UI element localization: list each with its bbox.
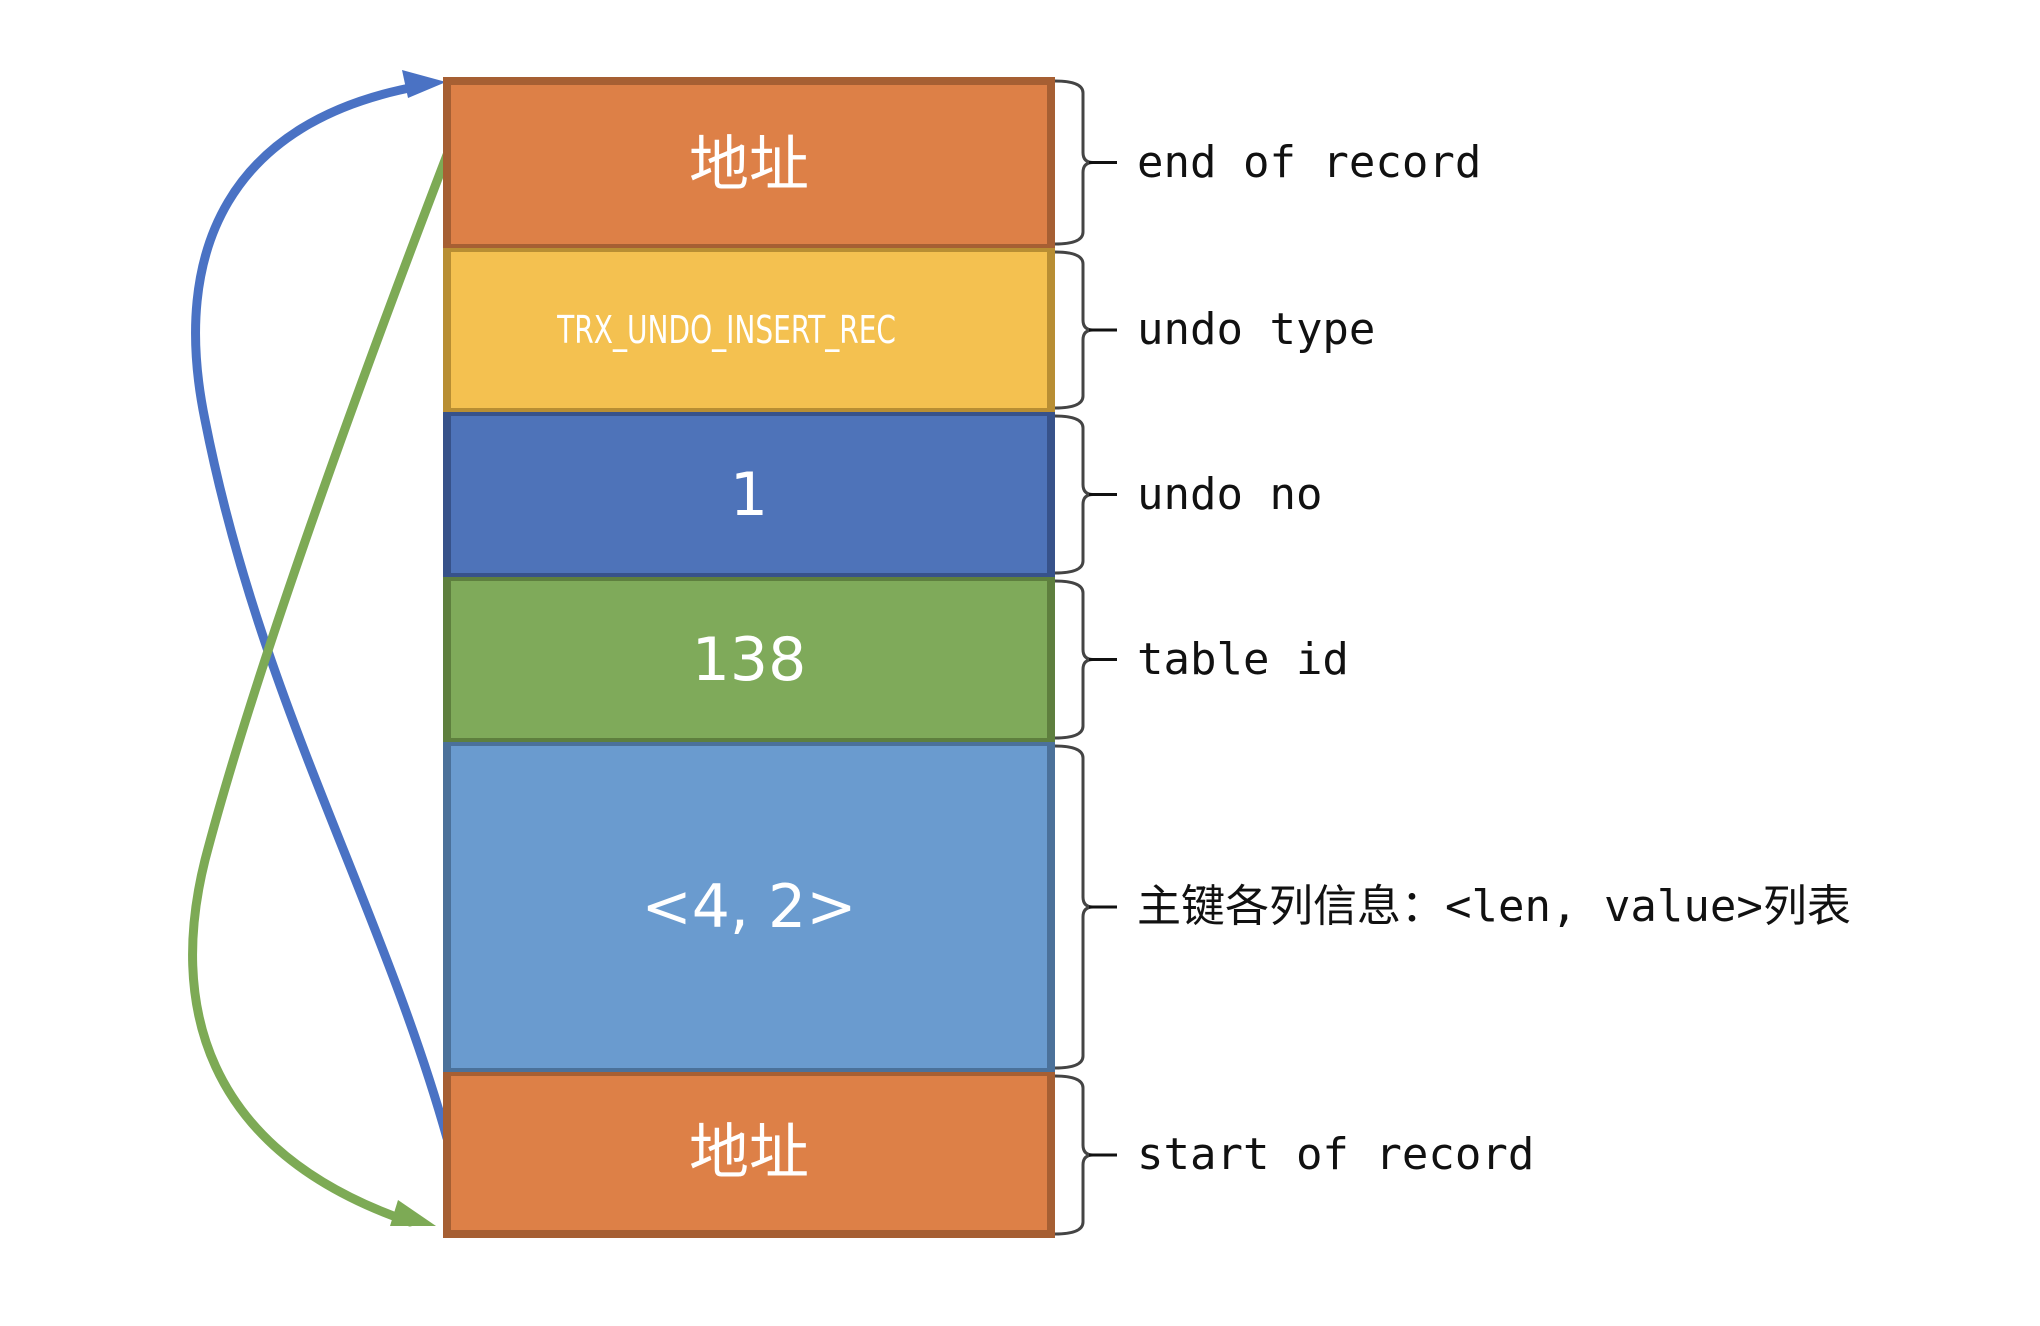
end-to-start-arrow <box>188 150 452 1227</box>
field-value: 1 <box>729 459 769 530</box>
field-value: 地址 <box>689 1118 809 1188</box>
field-undo-type: TRX_UNDO_INSERT_REC <box>443 248 1055 412</box>
brace <box>1054 1074 1094 1236</box>
field-value: 138 <box>691 624 807 695</box>
field-value: <4, 2> <box>641 872 857 942</box>
field-value: 地址 <box>689 129 809 200</box>
field-undo-no: 1 <box>443 412 1055 577</box>
label-undo-type: undo type <box>1137 304 1376 355</box>
field-primary-key-columns: <4, 2> <box>443 742 1055 1072</box>
field-end-address: 地址 <box>443 77 1055 248</box>
arrowhead-icon <box>390 1200 436 1226</box>
brace <box>1054 79 1094 246</box>
braces <box>1054 79 1117 1236</box>
brace <box>1054 579 1094 740</box>
label-start-of-record: start of record <box>1137 1129 1535 1180</box>
brace <box>1054 250 1094 410</box>
arrowhead-icon <box>402 70 446 98</box>
field-table-id: 138 <box>443 577 1055 742</box>
label-end-of-record: end of record <box>1137 136 1482 188</box>
label-primary-key-columns: 主键各列信息：<len, value>列表 <box>1137 881 1851 932</box>
label-undo-no: undo no <box>1137 468 1323 520</box>
label-table-id: table id <box>1137 633 1349 685</box>
brace <box>1054 744 1094 1070</box>
start-to-end-arrow <box>191 81 452 1143</box>
field-start-address: 地址 <box>443 1072 1055 1238</box>
field-value: TRX_UNDO_INSERT_REC <box>557 308 897 352</box>
brace <box>1054 414 1094 575</box>
